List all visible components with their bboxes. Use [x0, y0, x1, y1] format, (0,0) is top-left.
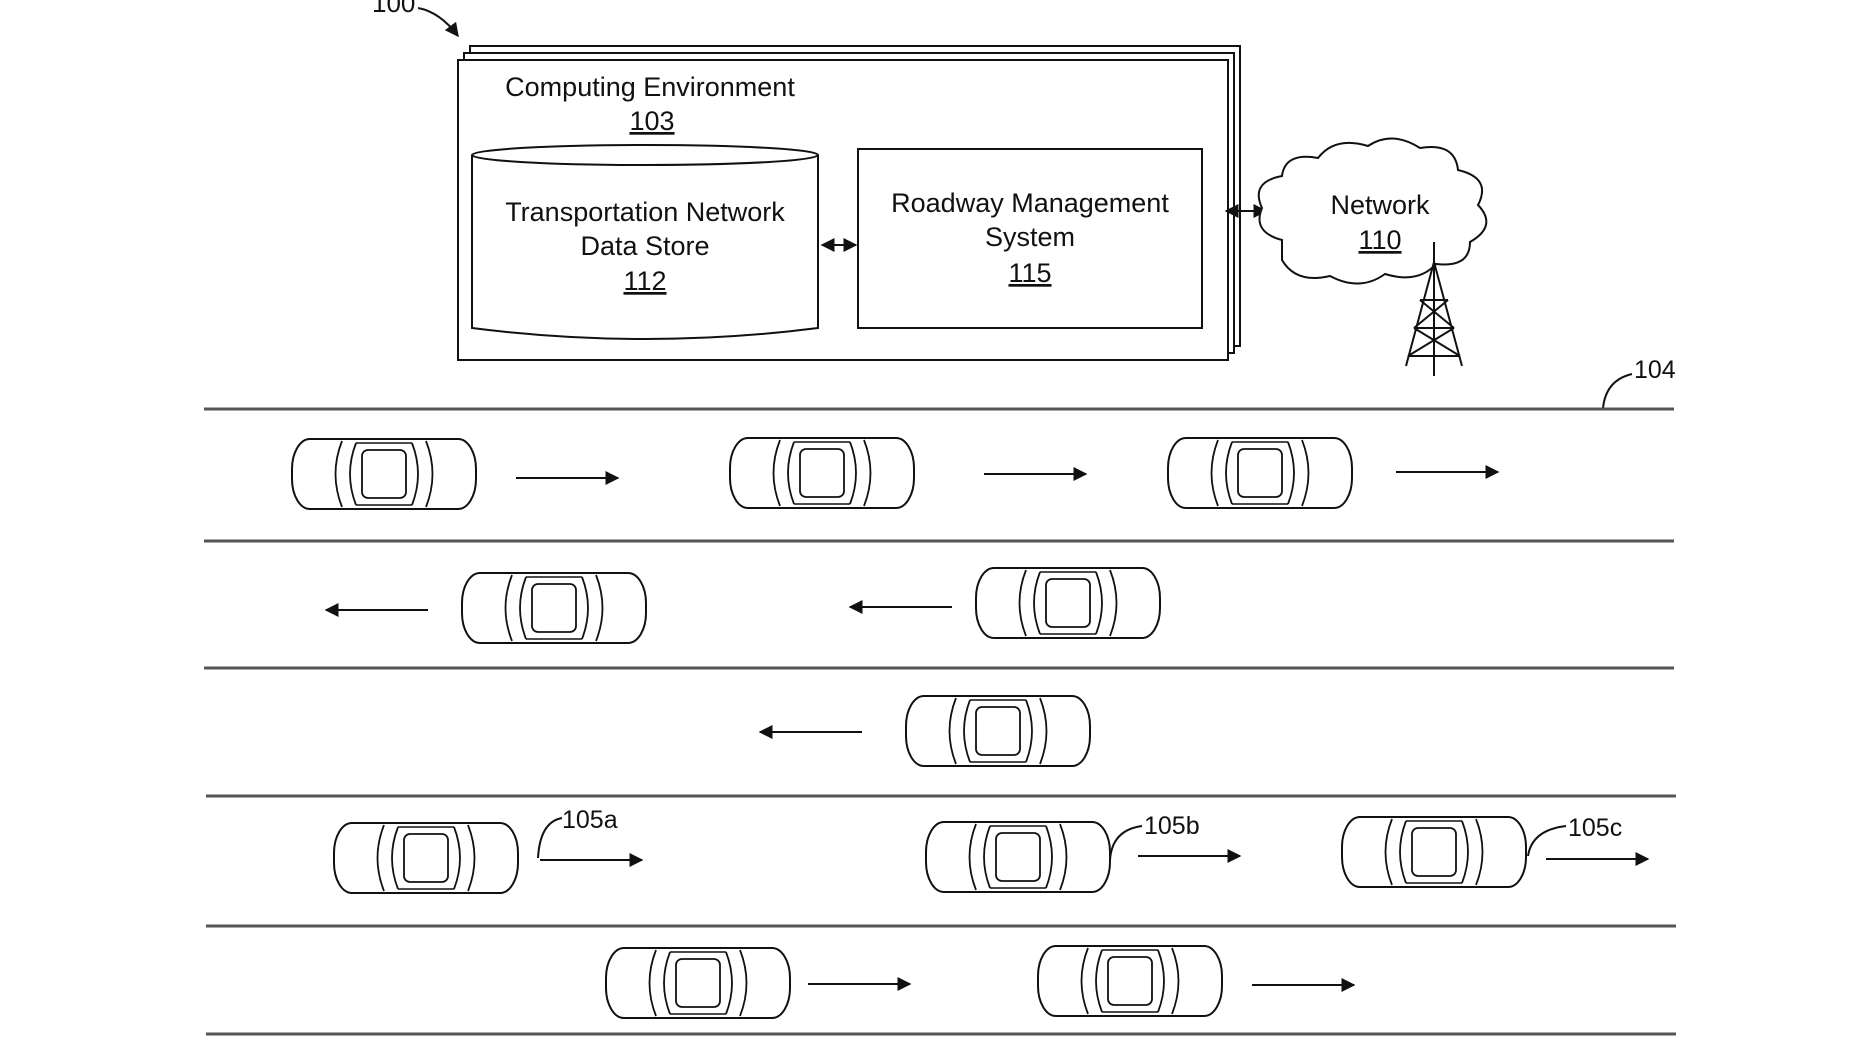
data-store-label-line2: Data Store: [580, 231, 709, 261]
vehicle: [291, 438, 477, 510]
vehicle-label-105a: 105a: [562, 806, 618, 834]
svg-text:100: 100: [372, 0, 415, 18]
network-label: Network: [1330, 190, 1430, 220]
lane-5: [605, 945, 1356, 1019]
vehicle: [1167, 437, 1353, 509]
data-store-cylinder: Transportation Network Data Store 112: [471, 144, 819, 340]
roadway-ref: 104: [1602, 356, 1676, 409]
network-cloud: Network 110: [1257, 137, 1488, 285]
lane-3: [758, 695, 1091, 767]
vehicle-label-105b: 105b: [1144, 812, 1200, 840]
figure-ref-100: 100: [372, 0, 459, 38]
lane-2: [324, 567, 1161, 644]
vehicle: [461, 572, 647, 644]
computing-environment-ref: 103: [629, 106, 674, 136]
vehicle-105c: [1341, 816, 1527, 888]
management-system-ref: 115: [1008, 258, 1051, 288]
vehicle-105a: [333, 822, 519, 894]
management-system-label-line2: System: [985, 222, 1075, 252]
vehicle: [605, 947, 791, 1019]
data-store-label-line1: Transportation Network: [505, 197, 785, 227]
cell-tower-icon: [1405, 242, 1463, 376]
computing-environment-label: Computing Environment: [505, 72, 795, 102]
network-ref: 110: [1358, 225, 1401, 255]
roadway-management-system-box: Roadway Management System 115: [857, 148, 1203, 329]
vehicle: [975, 567, 1161, 639]
data-store-ref: 112: [623, 266, 666, 296]
lane-4: 105a 105b 105c: [333, 806, 1650, 894]
management-system-label-line1: Roadway Management: [891, 188, 1169, 218]
vehicle: [905, 695, 1091, 767]
vehicle: [729, 437, 915, 509]
lane-1: [291, 437, 1500, 510]
vehicle-105b: [925, 821, 1111, 893]
vehicle-label-105c: 105c: [1568, 814, 1622, 842]
vehicle: [1037, 945, 1223, 1017]
roadway-lines: [204, 407, 1676, 1036]
svg-text:104: 104: [1634, 356, 1676, 384]
